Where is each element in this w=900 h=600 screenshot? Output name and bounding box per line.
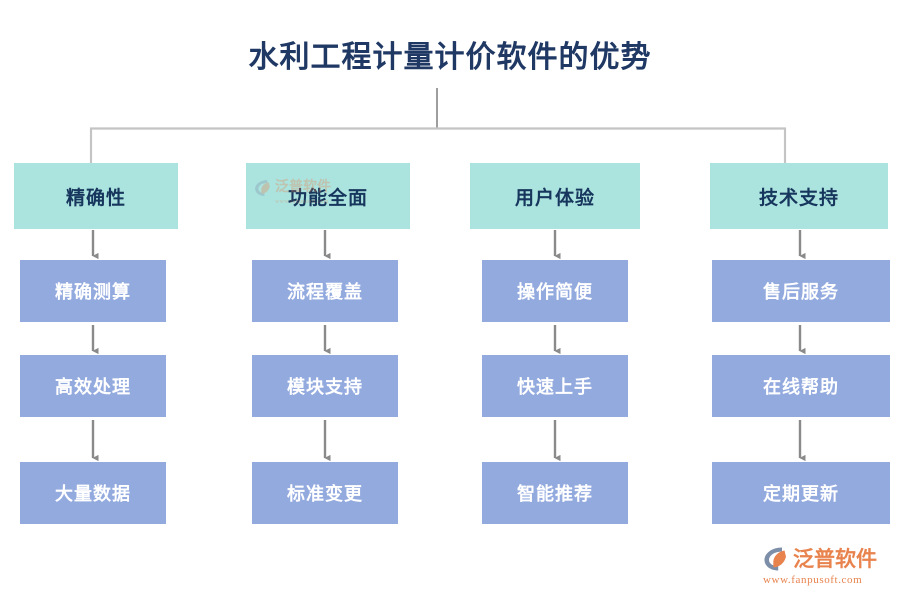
node-box[interactable]: 精确测算 [20,260,166,322]
node-box[interactable]: 售后服务 [712,260,890,322]
column-header-box[interactable]: 精确性 [14,163,178,229]
brand-url: www.fanpusoft.com [763,574,863,586]
node-box[interactable]: 快速上手 [482,355,628,417]
fanpu-logo-icon [762,546,790,572]
brand-logo[interactable]: 泛普软件 www.fanpusoft.com [762,546,894,590]
node-box[interactable]: 操作简便 [482,260,628,322]
column-header-box[interactable]: 功能全面 [246,163,410,229]
node-box[interactable]: 定期更新 [712,462,890,524]
column-header-box[interactable]: 用户体验 [470,163,640,229]
node-box[interactable]: 在线帮助 [712,355,890,417]
node-box[interactable]: 智能推荐 [482,462,628,524]
node-box[interactable]: 大量数据 [20,462,166,524]
node-box[interactable]: 高效处理 [20,355,166,417]
page-title: 水利工程计量计价软件的优势 [248,41,652,74]
column-header-box[interactable]: 技术支持 [710,163,888,229]
node-box[interactable]: 流程覆盖 [252,260,398,322]
node-box[interactable]: 标准变更 [252,462,398,524]
brand-name: 泛普软件 [793,547,877,571]
node-box[interactable]: 模块支持 [252,355,398,417]
